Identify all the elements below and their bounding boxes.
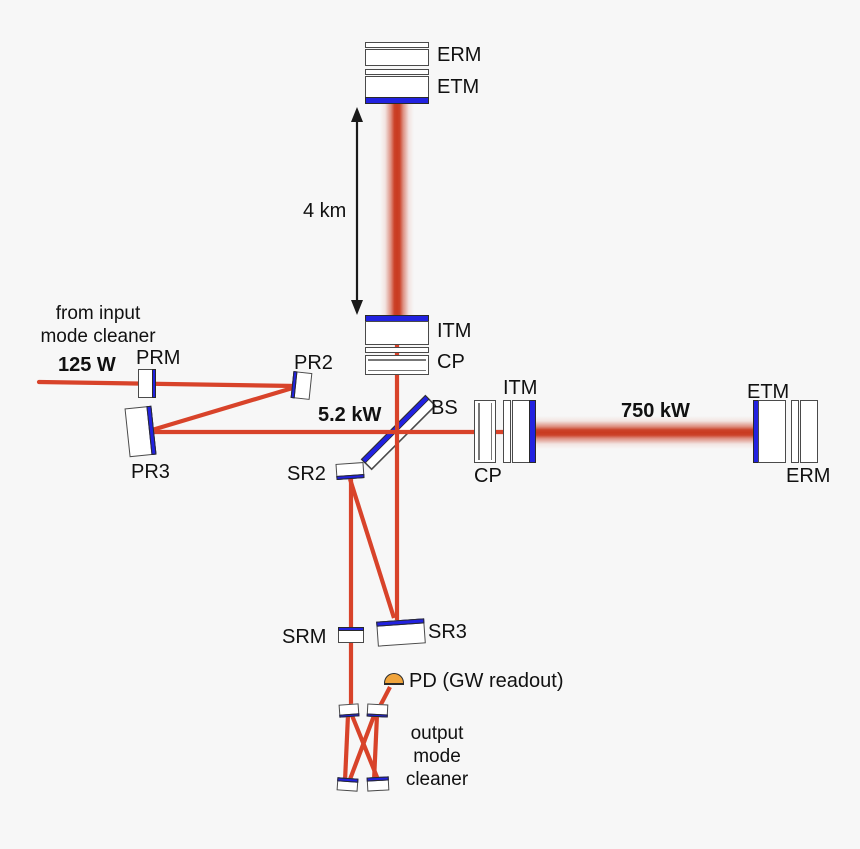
arrow-head-up <box>351 107 363 122</box>
photodiode <box>384 673 404 685</box>
input-source-line1: from input <box>55 303 141 324</box>
beam-input <box>36 379 299 389</box>
input-source-line2: mode cleaner <box>40 326 156 347</box>
itm-x-back-plate <box>503 400 511 463</box>
cp-top-plate <box>365 355 429 375</box>
pr3-label: PR3 <box>131 461 170 483</box>
sr3-mirror <box>376 618 426 647</box>
omc-mirror-bottom-right <box>366 776 390 792</box>
itm-x-coating <box>529 400 536 463</box>
omc-label: output mode cleaner <box>391 722 483 791</box>
thin-beams <box>36 340 505 783</box>
input-source-label: from input mode cleaner <box>24 302 172 348</box>
prc-power-label: 5.2 kW <box>318 404 382 426</box>
sr2-mirror <box>335 462 365 480</box>
etm-top-back-plate <box>365 69 429 75</box>
beam-pr2-pr3 <box>151 384 297 433</box>
omc-label-line2: mode <box>413 746 461 767</box>
etm-top-label: ETM <box>437 76 480 98</box>
beam-omc-diag1 <box>349 712 381 783</box>
omc-br-coating <box>366 776 389 782</box>
cp-top-label: CP <box>437 351 465 373</box>
pd-label: PD (GW readout) <box>409 670 564 692</box>
arrow-head-down <box>351 300 363 315</box>
pr2-label: PR2 <box>294 352 333 374</box>
input-power-label: 125 W <box>58 354 116 376</box>
srm-label: SRM <box>282 626 327 648</box>
etm-x-mirror <box>758 400 786 463</box>
erm-x-label: ERM <box>786 465 831 487</box>
etm-top-coating <box>365 97 429 104</box>
erm-top-back-plate <box>365 42 429 48</box>
erm-x-front-plate <box>791 400 799 463</box>
arm-length-arrow <box>351 107 363 315</box>
pr3-mirror <box>124 405 157 458</box>
erm-top-label: ERM <box>437 44 482 66</box>
beam-omc-left <box>342 714 351 782</box>
prm-coating <box>152 369 156 398</box>
prm-mirror <box>138 369 156 398</box>
itm-top-back-plate <box>365 347 429 353</box>
itm-top-mirror <box>365 321 429 345</box>
beam-x-arm-750kw <box>535 416 757 449</box>
arm-length-label: 4 km <box>303 200 347 222</box>
bs-label: BS <box>431 397 458 419</box>
cp-x-label: CP <box>474 465 502 487</box>
prm-label: PRM <box>136 347 181 369</box>
itm-x-mirror <box>512 400 530 463</box>
omc-mirror-top-right <box>366 703 389 718</box>
omc-label-line3: cleaner <box>405 769 469 790</box>
itm-x-label: ITM <box>503 377 538 399</box>
sr2-label: SR2 <box>287 463 326 485</box>
omc-mirror-top-left <box>338 703 360 718</box>
erm-x-mirror <box>800 400 818 463</box>
omc-label-line1: output <box>410 723 464 744</box>
srm-mirror <box>338 627 364 643</box>
omc-mirror-bottom-left <box>336 777 359 792</box>
sr3-label: SR3 <box>428 621 467 643</box>
srm-coating <box>338 627 364 631</box>
beam-sr3-sr2 <box>347 478 397 619</box>
erm-top-mirror <box>365 49 429 66</box>
omc-bl-coating <box>337 777 359 783</box>
etm-top-mirror <box>365 76 429 98</box>
pr2-mirror <box>290 371 313 400</box>
arm-power-label: 750 kW <box>621 400 690 422</box>
beam-omc-diag2 <box>347 712 377 783</box>
etm-x-label: ETM <box>747 381 790 403</box>
itm-top-label: ITM <box>437 320 472 342</box>
beam-y-arm-750kw <box>380 103 414 317</box>
cp-x-plate <box>474 400 496 463</box>
